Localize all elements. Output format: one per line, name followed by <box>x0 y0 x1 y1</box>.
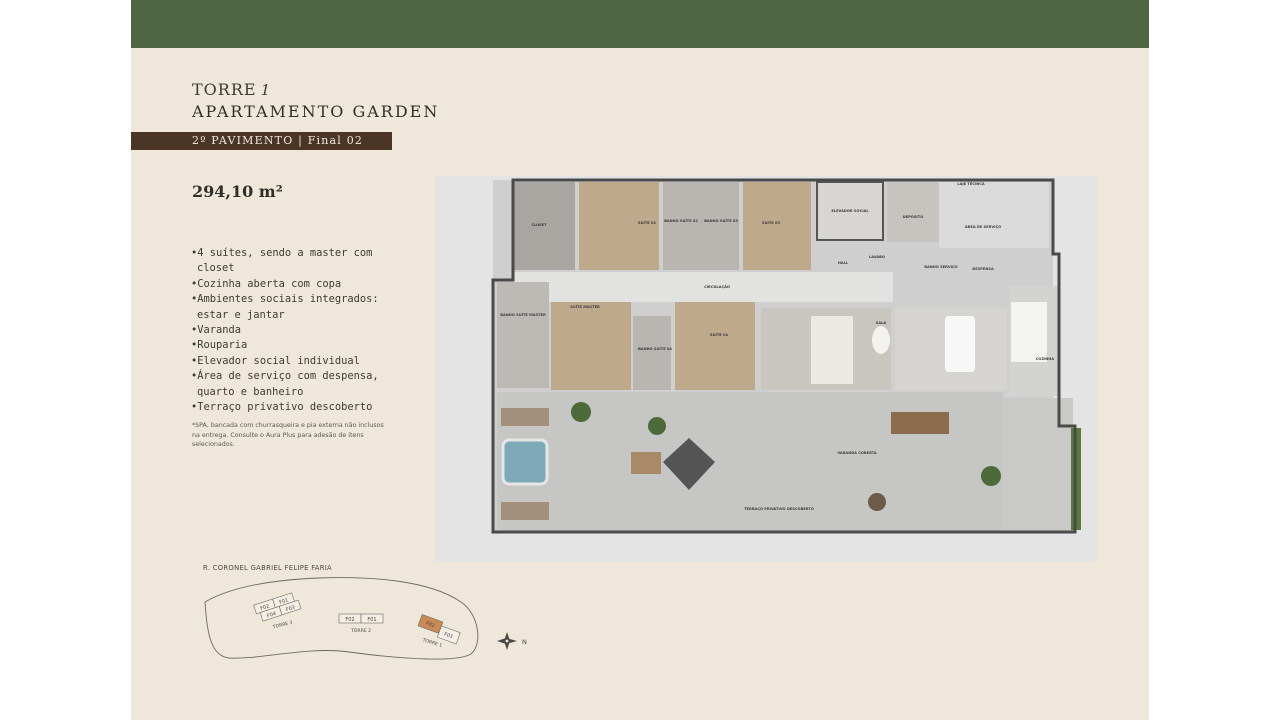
suite04-room <box>675 302 755 390</box>
label-circulacao: CIRCULAÇÃO <box>704 284 730 289</box>
label-hall: HALL <box>838 261 849 265</box>
feature-item: •Área de serviço com despensa, quarto e … <box>191 370 379 398</box>
north-label: N <box>522 638 527 646</box>
floor-bar: 2º PAVIMENTO | Final 02 <box>131 132 392 150</box>
label-elevador: ELEVADOR SOCIAL <box>831 209 869 213</box>
footnote: *SPA, bancada com churrasqueira e pia ex… <box>192 422 384 448</box>
torre2-label: TORRE 2 <box>350 628 371 634</box>
unit-box <box>437 625 461 645</box>
unit-label: F01 <box>367 617 376 623</box>
label-suite03: SUÍTE 03 <box>762 220 781 225</box>
feature-item: •Cozinha aberta com copa <box>191 277 342 290</box>
suite02-room <box>579 182 659 270</box>
site-outline <box>204 577 479 660</box>
torre1-label: TORRE 1 <box>421 637 443 649</box>
unit-box <box>278 599 302 616</box>
label-despensa: DESPENSA <box>972 267 994 271</box>
torre3-label: TORRE 3 <box>271 620 293 631</box>
unit-label: F01 <box>443 631 454 640</box>
label-cozinha: COZINHA <box>1036 357 1055 361</box>
label-banho-suite03: BANHO SUÍTE 03 <box>704 218 738 223</box>
unit-box <box>360 613 384 624</box>
top-banner <box>131 0 1149 48</box>
label-deposito: DEPÓSITO <box>903 214 924 219</box>
lounger <box>501 408 549 426</box>
feature-list: •4 suítes, sendo a master com closet •Co… <box>191 246 391 415</box>
elevator-room <box>816 181 884 241</box>
coffee-table <box>872 326 890 354</box>
street-name: R. CORONEL GABRIEL FELIPE FARIA <box>203 564 333 572</box>
floor-bar-text: 2º PAVIMENTO | Final 02 <box>192 134 364 147</box>
kitchen-island <box>1011 302 1047 362</box>
plant <box>981 466 1001 486</box>
unit-label: F02 <box>345 617 354 623</box>
unit-label: F02 <box>425 621 436 630</box>
veranda-table <box>891 412 949 434</box>
label-area-servico: ÁREA DE SERVIÇO <box>965 224 1001 229</box>
closet-room <box>513 182 575 270</box>
torre3-block: F02 F01 F03 F04 <box>253 592 302 622</box>
suite03-room <box>743 182 811 270</box>
label-suite04: SUÍTE 04 <box>710 332 729 337</box>
sofa <box>811 316 853 384</box>
label-suite-master: SUÍTE MASTER <box>570 304 600 309</box>
torre1-block: F02 F01 <box>417 614 461 645</box>
label-sala: SALA <box>876 321 887 325</box>
area-value: 294,10 m² <box>192 182 283 201</box>
bath-suite04-room <box>633 316 671 390</box>
label-banho-suite02: BANHO SUÍTE 02 <box>664 218 698 223</box>
feature-item: •Terraço privativo descoberto <box>191 401 373 414</box>
dining-table <box>945 316 975 372</box>
deck-table <box>631 452 661 474</box>
master-bath-room <box>497 282 549 388</box>
bath-suites-room <box>663 182 739 270</box>
page-title: APARTAMENTO GARDEN <box>192 102 440 121</box>
tower-number: 1 <box>260 81 272 99</box>
outer-walls <box>491 178 1077 534</box>
feature-item: •Varanda <box>191 324 242 337</box>
master-suite-room <box>551 302 631 390</box>
fire-pit <box>868 493 886 511</box>
feature-item: •Elevador social individual <box>191 354 360 367</box>
service-area <box>939 182 1049 248</box>
label-banho-suite04: BANHO SUÍTE 04 <box>638 346 672 351</box>
unit-label: F04 <box>266 611 277 620</box>
parasol <box>663 438 715 490</box>
label-banho-servico: BANHO SERVIÇO <box>924 265 957 269</box>
unit-label: F01 <box>279 597 290 606</box>
feature-item: •Ambientes sociais integrados: estar e j… <box>191 293 379 321</box>
terrace-side <box>1003 398 1073 532</box>
plant <box>648 417 666 435</box>
site-plan: F02 F01 F03 F04 TORRE 3 F02 F01 TORRE 2 … <box>204 577 527 660</box>
floor-plan: CLOSET SUÍTE 02 BANHO SUÍTE 02 BANHO SUÍ… <box>435 176 1097 562</box>
circulation <box>513 272 893 302</box>
label-banho-master: BANHO SUÍTE MASTER <box>500 312 546 317</box>
label-laje-tecnica: LAJE TÉCNICA <box>957 181 985 186</box>
plant <box>571 402 591 422</box>
storage-room <box>887 182 939 242</box>
unit-label: F03 <box>285 605 296 614</box>
label-lavabo: LAVABO <box>869 255 885 259</box>
spa-jacuzzi <box>501 438 549 486</box>
lounger <box>501 502 549 520</box>
label-closet: CLOSET <box>531 223 547 227</box>
unit-label: F02 <box>260 604 271 613</box>
compass-icon <box>497 632 517 650</box>
label-suite02: SUÍTE 02 <box>638 220 657 225</box>
feature-item: •Rouparia <box>191 339 248 352</box>
label-varanda: VARANDA COBERTA <box>837 451 877 455</box>
feature-item: •4 suítes, sendo a master com closet <box>191 247 373 275</box>
label-terraco: TERRAÇO PRIVATIVO DESCOBERTO <box>744 507 814 511</box>
